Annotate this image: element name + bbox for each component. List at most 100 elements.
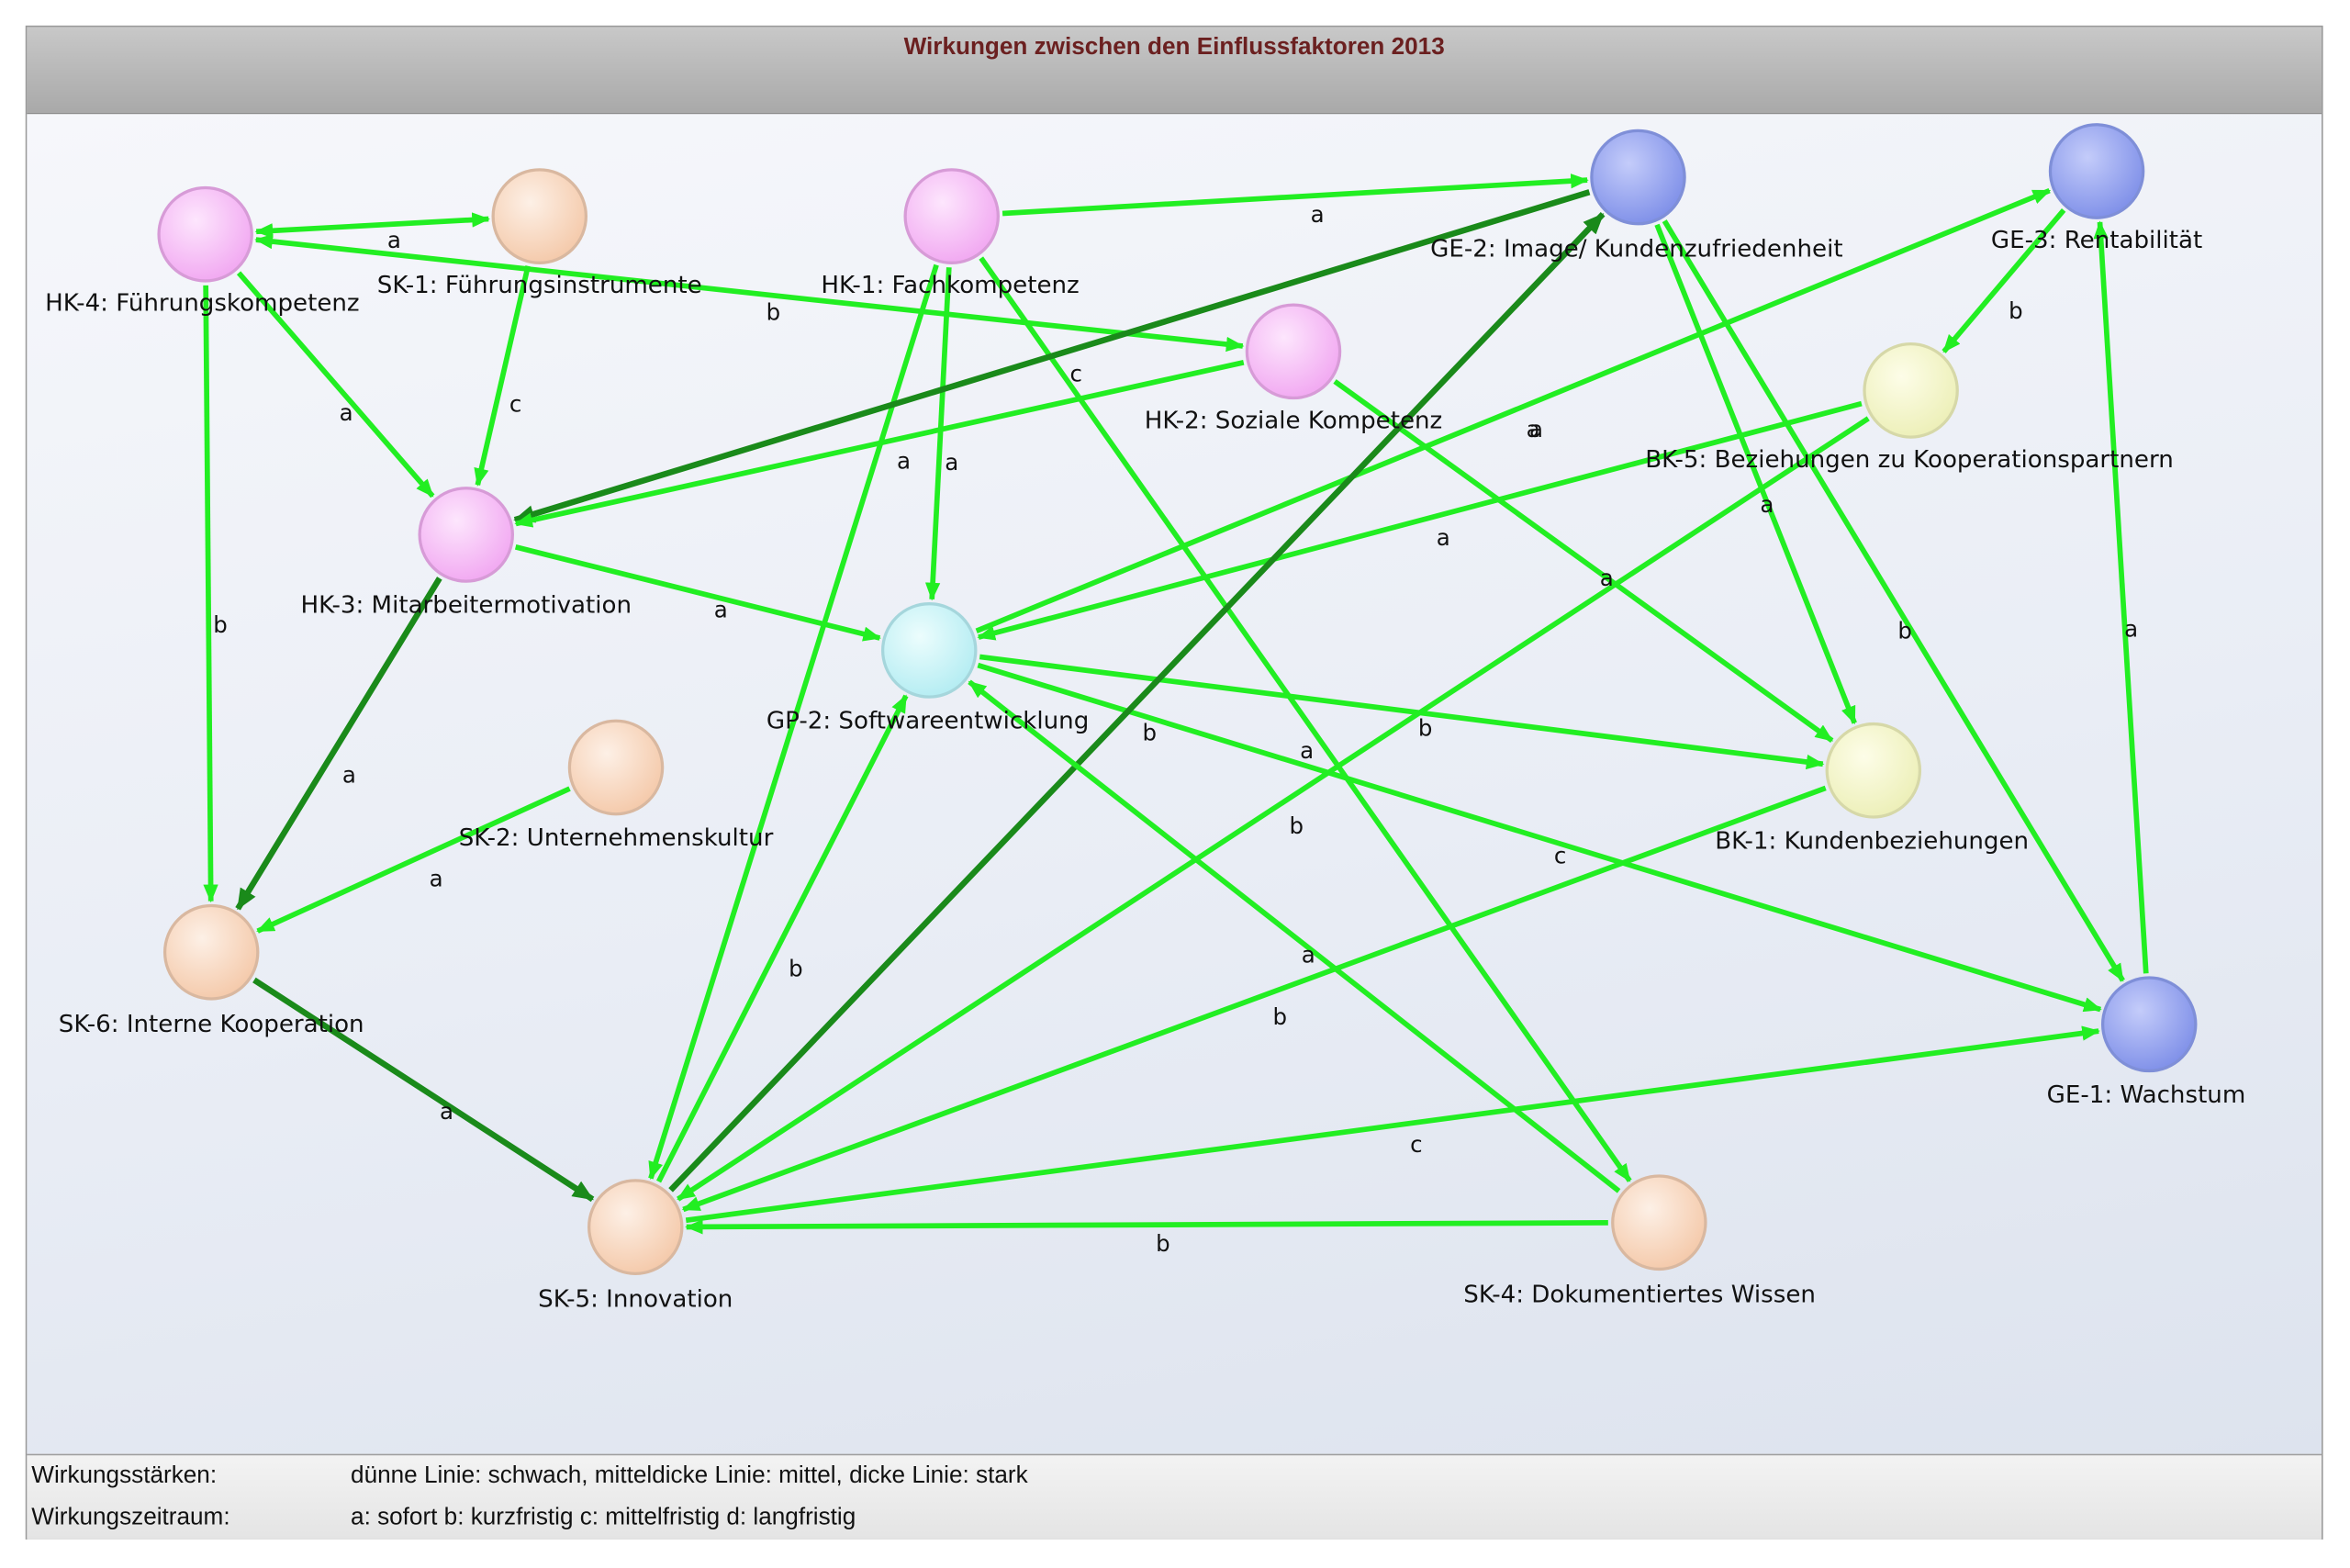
node-label-bk-1: BK-1: Kundenbeziehungen [1715, 827, 2029, 855]
node-label-ge-3: GE-3: Rentabilität [1991, 227, 2202, 254]
edge-hk-2-to-bk-1 [1333, 379, 1834, 744]
node-circle-bk-5[interactable] [1863, 342, 1959, 439]
node-label-hk-1: HK-1: Fachkompetenz [821, 272, 1079, 299]
legend-period-text: a: sofort b: kurzfristig c: mittelfristi… [351, 1505, 856, 1531]
node-label-sk-2: SK-2: Unternehmenskultur [459, 824, 774, 852]
edge-gp-2-to-ge-1 [977, 662, 2102, 1013]
node-sk-4[interactable]: SK-4: Dokumentiertes Wissen [1463, 1174, 1816, 1308]
node-label-sk-6: SK-6: Interne Kooperation [59, 1011, 364, 1038]
edge-label-hk-2-to-hk-3: a [1437, 524, 1450, 551]
edge-label-hk-4-to-sk-1: a [387, 227, 401, 253]
node-circle-hk-2[interactable] [1245, 303, 1342, 400]
node-ge-3[interactable]: GE-3: Rentabilität [1991, 123, 2202, 254]
edge-label-hk-1-to-sk-4: c [1070, 361, 1082, 387]
node-sk-6[interactable]: SK-6: Interne Kooperation [59, 903, 364, 1038]
edge-sk-1-to-hk-3 [474, 265, 531, 487]
node-hk-2[interactable]: HK-2: Soziale Kompetenz [1145, 303, 1443, 434]
node-label-hk-2: HK-2: Soziale Kompetenz [1145, 407, 1443, 434]
diagram-title: Wirkungen zwischen den Einflussfaktoren … [903, 34, 1445, 61]
node-circle-hk-1[interactable] [903, 168, 1000, 264]
edge-label-hk-3-to-gp-2: a [714, 596, 728, 622]
edge-ge-2-to-bk-1 [1654, 223, 1857, 725]
node-label-hk-3: HK-3: Mitarbeitermotivation [300, 591, 632, 619]
node-hk-3[interactable]: HK-3: Mitarbeitermotivation [300, 487, 632, 620]
edge-label-ge-3-to-bk-5: b [2009, 297, 2023, 324]
node-label-bk-5: BK-5: Beziehungen zu Kooperationspartner… [1645, 446, 2174, 474]
node-circle-bk-1[interactable] [1825, 722, 1922, 819]
edge-label-sk-1-to-hk-3: c [509, 390, 521, 417]
edge-label-bk-1-to-sk-5: b [1273, 1003, 1288, 1030]
edge-label-sk-6-to-sk-5: a [440, 1098, 453, 1125]
edge-label-ge-2-to-bk-1: a [1760, 491, 1774, 518]
edge-bk-1-to-sk-5 [681, 785, 1827, 1213]
edge-label-sk-5-to-ge-2: b [1289, 812, 1304, 839]
edge-hk-1-to-sk-5 [648, 263, 939, 1181]
edge-ge-2-to-ge-1 [1662, 219, 2125, 982]
edge-label-bk-5-to-sk-5: b [1418, 715, 1433, 742]
edge-label-sk-4-to-sk-5: b [1156, 1230, 1170, 1257]
edge-hk-4-to-hk-3 [236, 271, 435, 498]
node-circle-sk-6[interactable] [162, 903, 260, 1001]
edge-label-ge-2-to-ge-1: b [1897, 617, 1912, 644]
node-circle-sk-2[interactable] [567, 719, 665, 816]
node-circle-sk-1[interactable] [491, 168, 588, 264]
node-circle-ge-3[interactable] [2048, 123, 2145, 219]
node-hk-1[interactable]: HK-1: Fachkompetenz [821, 168, 1080, 299]
edge-bk-5-to-gp-2 [977, 400, 1863, 641]
edge-bk-5-to-sk-5 [677, 416, 1870, 1202]
edge-label-hk-4-to-sk-6: b [213, 611, 228, 638]
node-label-sk-4: SK-4: Dokumentiertes Wissen [1463, 1281, 1816, 1308]
edge-gp-2-to-bk-1 [979, 654, 1825, 770]
node-circle-hk-3[interactable] [418, 487, 514, 583]
node-sk-1[interactable]: SK-1: Führungsinstrumente [377, 168, 702, 299]
node-ge-1[interactable]: GE-1: Wachstum [2047, 976, 2246, 1109]
node-ge-2[interactable]: GE-2: Image/ Kundenzufriedenheit [1430, 129, 1843, 263]
node-circle-ge-2[interactable] [1590, 129, 1686, 226]
edge-label-sk-5-to-gp-2: b [789, 955, 803, 981]
node-circle-sk-4[interactable] [1611, 1174, 1707, 1271]
node-label-sk-1: SK-1: Führungsinstrumente [377, 272, 702, 299]
node-sk-2[interactable]: SK-2: Unternehmenskultur [459, 719, 774, 852]
edge-label-sk-2-to-sk-6: a [430, 865, 443, 891]
edge-ge-2-to-hk-3 [513, 189, 1591, 523]
edge-hk-4-to-sk-6 [203, 285, 218, 903]
edge-sk-2-to-sk-6 [256, 786, 571, 934]
node-bk-1[interactable]: BK-1: Kundenbeziehungen [1715, 722, 2029, 856]
node-circle-hk-4[interactable] [157, 185, 253, 283]
node-label-sk-5: SK-5: Innovation [538, 1285, 733, 1313]
edge-sk-4-to-sk-5 [685, 1219, 1608, 1235]
node-hk-4[interactable]: HK-4: Führungskompetenz [45, 185, 360, 318]
edge-sk-5-to-ge-1 [685, 1025, 2100, 1224]
node-circle-sk-5[interactable] [587, 1179, 684, 1275]
legend-strength-label: Wirkungsstärken: [31, 1462, 218, 1489]
diagram-frame: Wirkungen zwischen den Einflussfaktoren … [25, 25, 2323, 1540]
edge-hk-2-to-hk-3 [514, 359, 1245, 528]
edge-sk-5-to-gp-2 [656, 694, 909, 1183]
edge-label-hk-2-to-bk-1: a [1600, 565, 1614, 591]
edge-label-gp-2-to-ge-3: a [1527, 416, 1540, 442]
edge-gp-2-to-ge-3 [975, 187, 2052, 633]
node-circle-ge-1[interactable] [2100, 976, 2198, 1073]
node-bk-5[interactable]: BK-5: Beziehungen zu Kooperationspartner… [1645, 342, 2174, 474]
edge-hk-1-to-sk-4 [979, 256, 1632, 1182]
edge-label-hk-4-to-hk-3: a [340, 399, 353, 426]
node-sk-5[interactable]: SK-5: Innovation [538, 1179, 733, 1313]
edge-label-ge-2-to-hk-3: a [1529, 416, 1543, 442]
edge-ge-1-to-ge-3 [2093, 220, 2149, 974]
edge-hk-1-to-gp-2 [924, 267, 952, 601]
node-gp-2[interactable]: GP-2: Softwareentwicklung [767, 602, 1089, 735]
edge-sk-6-to-sk-5 [252, 977, 595, 1203]
node-label-gp-2: GP-2: Softwareentwicklung [767, 707, 1089, 734]
edge-hk-4-to-hk-2 [254, 233, 1245, 353]
edge-hk-4-to-sk-1 [254, 212, 490, 239]
node-label-ge-1: GE-1: Wachstum [2047, 1081, 2246, 1109]
legend-strength-text: dünne Linie: schwach, mitteldicke Linie:… [351, 1462, 1028, 1489]
edge-sk-4-to-gp-2 [968, 679, 1621, 1193]
edge-hk-3-to-gp-2 [514, 544, 881, 642]
node-circle-gp-2[interactable] [880, 602, 978, 699]
node-label-ge-2: GE-2: Image/ Kundenzufriedenheit [1430, 236, 1842, 263]
edge-label-hk-1-to-sk-5: a [897, 447, 911, 474]
